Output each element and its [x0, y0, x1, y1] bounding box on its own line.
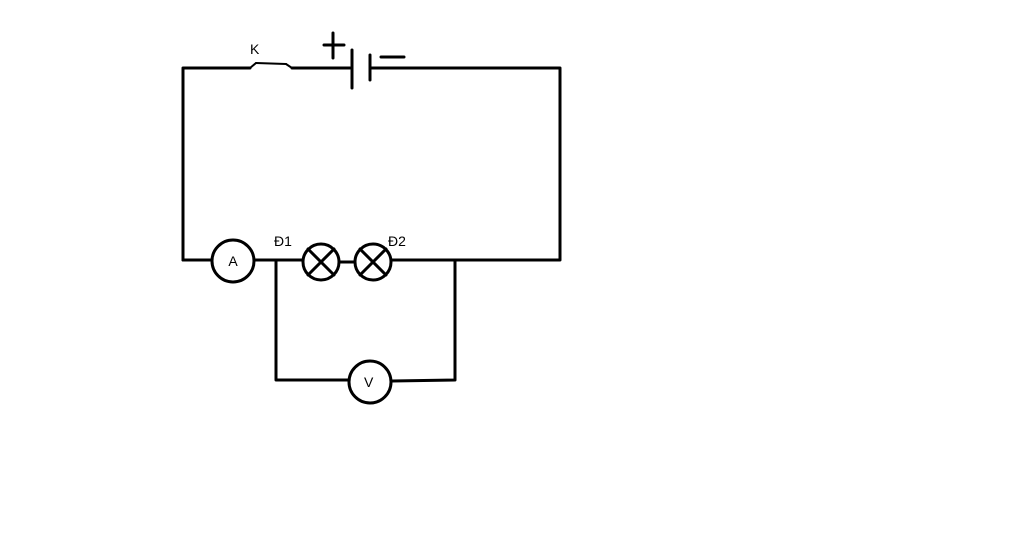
lamp-d1: Đ1 — [274, 233, 341, 282]
wire-top-left — [181, 66, 252, 262]
lamp-d2: Đ2 — [353, 233, 406, 282]
wire-voltmeter-right — [390, 258, 457, 383]
switch-k: K — [249, 41, 293, 69]
lamp1-cross-b — [306, 247, 336, 277]
lamp1-label: Đ1 — [274, 233, 292, 249]
switch-label: K — [250, 41, 260, 57]
ammeter: A — [210, 238, 256, 284]
wire-top-right — [368, 66, 562, 262]
ammeter-label: A — [228, 253, 238, 269]
lamp2-label: Đ2 — [388, 233, 406, 249]
battery — [322, 31, 406, 90]
wire-voltmeter-left — [274, 258, 350, 382]
voltmeter-circle — [347, 359, 393, 405]
lamp2-cross-b — [358, 247, 388, 277]
voltmeter: V — [347, 359, 393, 405]
voltmeter-label: V — [364, 374, 374, 390]
